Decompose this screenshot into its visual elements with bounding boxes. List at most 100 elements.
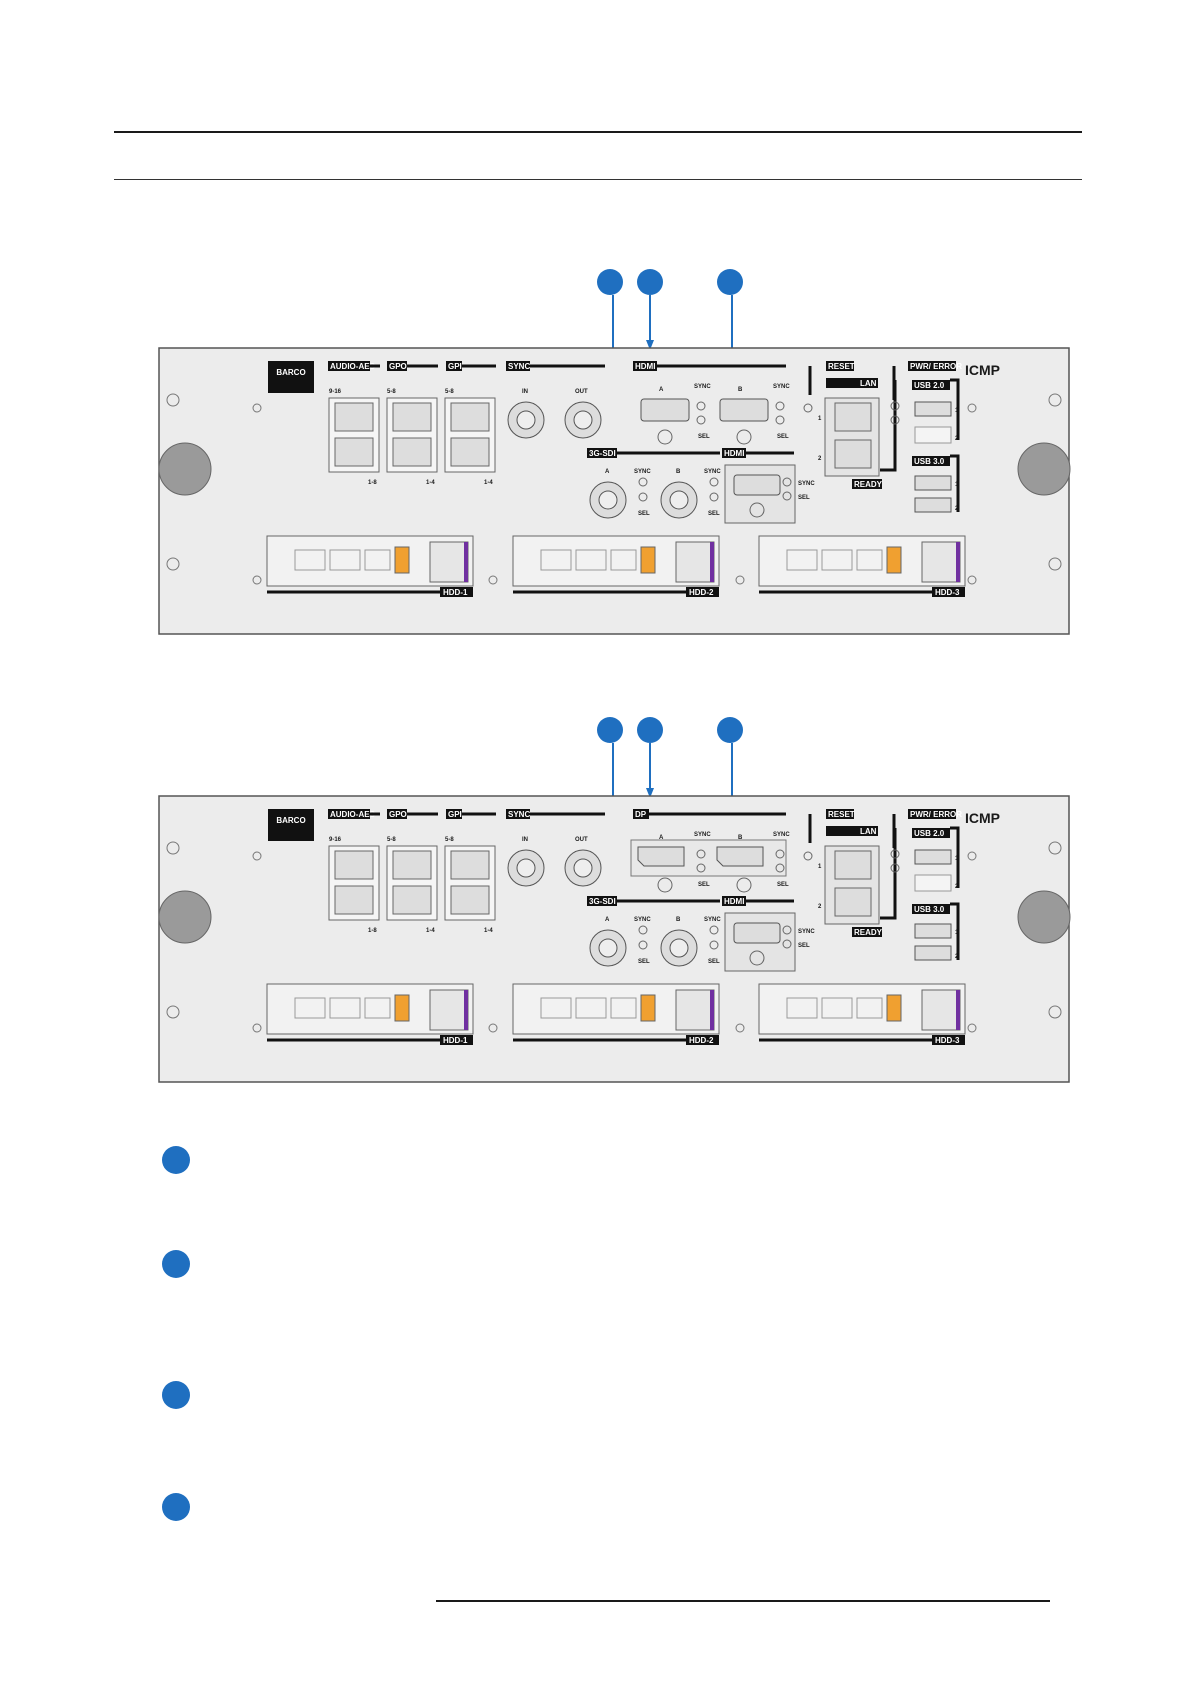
svg-text:USB 3.0: USB 3.0 [914,905,945,914]
callout-2 [637,269,663,295]
callout-3 [717,269,743,295]
svg-text:SEL: SEL [698,882,710,888]
section-tags: AUDIO-AES GPO GPI SYNC HDMI RESET PWR/ E… [328,361,962,400]
svg-text:A: A [605,917,610,923]
svg-text:USB 2.0: USB 2.0 [914,381,945,390]
svg-text:A: A [659,835,664,841]
legend-bullet-1 [162,1146,190,1174]
svg-text:SYNC: SYNC [508,362,530,371]
svg-text:SEL: SEL [798,943,810,949]
header-rule-bottom [114,179,1082,180]
svg-text:AUDIO-AES: AUDIO-AES [330,810,376,819]
svg-text:1-4: 1-4 [484,480,493,486]
svg-text:SYNC: SYNC [704,469,721,475]
svg-text:SYNC: SYNC [634,469,651,475]
svg-text:SEL: SEL [798,495,810,501]
svg-text:OUT: OUT [575,389,588,395]
svg-text:SEL: SEL [638,959,650,965]
svg-text:PWR/ ERROR: PWR/ ERROR [910,810,962,819]
svg-text:1-4: 1-4 [484,928,493,934]
svg-text:BARCO: BARCO [276,816,305,825]
svg-text:READY: READY [854,928,883,937]
svg-text:2: 2 [818,456,822,462]
hdd-bays: HDD-1 HDD-2 HDD-3 [266,535,966,597]
svg-text:HDD-1: HDD-1 [443,588,468,597]
svg-text:READY: READY [854,480,883,489]
svg-text:A: A [605,469,610,475]
svg-text:SYNC: SYNC [704,917,721,923]
svg-text:2: 2 [818,904,822,910]
svg-text:HDD-3: HDD-3 [935,588,960,597]
header-rule-top [114,131,1082,133]
svg-text:PWR/ ERROR: PWR/ ERROR [910,362,962,371]
svg-text:SYNC: SYNC [634,917,651,923]
brand-logo [268,809,314,841]
svg-text:HDD-2: HDD-2 [689,1036,714,1045]
svg-text:B: B [676,469,681,475]
svg-text:3G-SDI: 3G-SDI [589,897,616,906]
svg-text:GPO: GPO [389,810,407,819]
svg-text:HDD-2: HDD-2 [689,588,714,597]
icmp-panel-dp-variant: BARCO ICMP AUDIO-AES GPO GPI SYNC DP RES… [0,708,1190,1088]
brand-logo [268,361,314,393]
svg-text:A: A [659,387,664,393]
svg-text:1: 1 [818,416,822,422]
callout-1 [597,269,623,295]
svg-text:1: 1 [818,864,822,870]
svg-text:LAN: LAN [860,827,877,836]
svg-text:BARCO: BARCO [276,368,305,377]
svg-text:1-8: 1-8 [368,928,377,934]
footer-rule [436,1600,1050,1602]
svg-text:5-8: 5-8 [445,389,454,395]
section-tags: AUDIO-AES GPO GPI SYNC DP RESET PWR/ ERR… [328,809,962,848]
svg-text:HDMI: HDMI [724,897,744,906]
legend-bullet-2 [162,1250,190,1278]
svg-text:ICMP: ICMP [965,362,1000,378]
svg-text:LAN: LAN [860,379,877,388]
svg-text:SYNC: SYNC [694,832,711,838]
svg-text:GPI: GPI [448,362,462,371]
svg-text:RESET: RESET [828,810,855,819]
svg-text:3G-SDI: 3G-SDI [589,449,616,458]
svg-text:B: B [738,835,743,841]
svg-text:1-4: 1-4 [426,928,435,934]
svg-text:1-4: 1-4 [426,480,435,486]
svg-text:IN: IN [522,389,528,395]
legend-bullet-4 [162,1493,190,1521]
svg-text:SEL: SEL [708,511,720,517]
svg-text:SYNC: SYNC [798,929,815,935]
svg-text:5-8: 5-8 [387,389,396,395]
svg-text:5-8: 5-8 [387,837,396,843]
svg-text:DP: DP [635,810,647,819]
svg-text:B: B [738,387,743,393]
svg-text:SYNC: SYNC [773,832,790,838]
svg-text:GPO: GPO [389,362,407,371]
svg-text:SEL: SEL [698,434,710,440]
svg-text:9-16: 9-16 [329,389,342,395]
svg-text:SYNC: SYNC [773,384,790,390]
svg-text:5-8: 5-8 [445,837,454,843]
svg-text:ICMP: ICMP [965,810,1000,826]
svg-text:USB 3.0: USB 3.0 [914,457,945,466]
svg-text:SYNC: SYNC [508,810,530,819]
hdd-bays: HDD-1 HDD-2 HDD-3 [266,983,966,1045]
svg-text:9-16: 9-16 [329,837,342,843]
svg-text:RESET: RESET [828,362,855,371]
callout-3 [717,717,743,743]
svg-text:SYNC: SYNC [798,481,815,487]
svg-text:USB 2.0: USB 2.0 [914,829,945,838]
callout-2 [637,717,663,743]
svg-text:SYNC: SYNC [694,384,711,390]
svg-text:SEL: SEL [638,511,650,517]
svg-text:OUT: OUT [575,837,588,843]
icmp-panel-hdmi-variant: BARCO ICMP AUDIO-AES GPO GPI SYNC HDMI R… [0,260,1190,640]
svg-text:HDD-1: HDD-1 [443,1036,468,1045]
svg-text:1-8: 1-8 [368,480,377,486]
svg-text:SEL: SEL [777,434,789,440]
svg-text:IN: IN [522,837,528,843]
svg-text:B: B [676,917,681,923]
legend-bullet-3 [162,1381,190,1409]
svg-text:HDMI: HDMI [724,449,744,458]
svg-text:AUDIO-AES: AUDIO-AES [330,362,376,371]
svg-text:HDMI: HDMI [635,362,655,371]
